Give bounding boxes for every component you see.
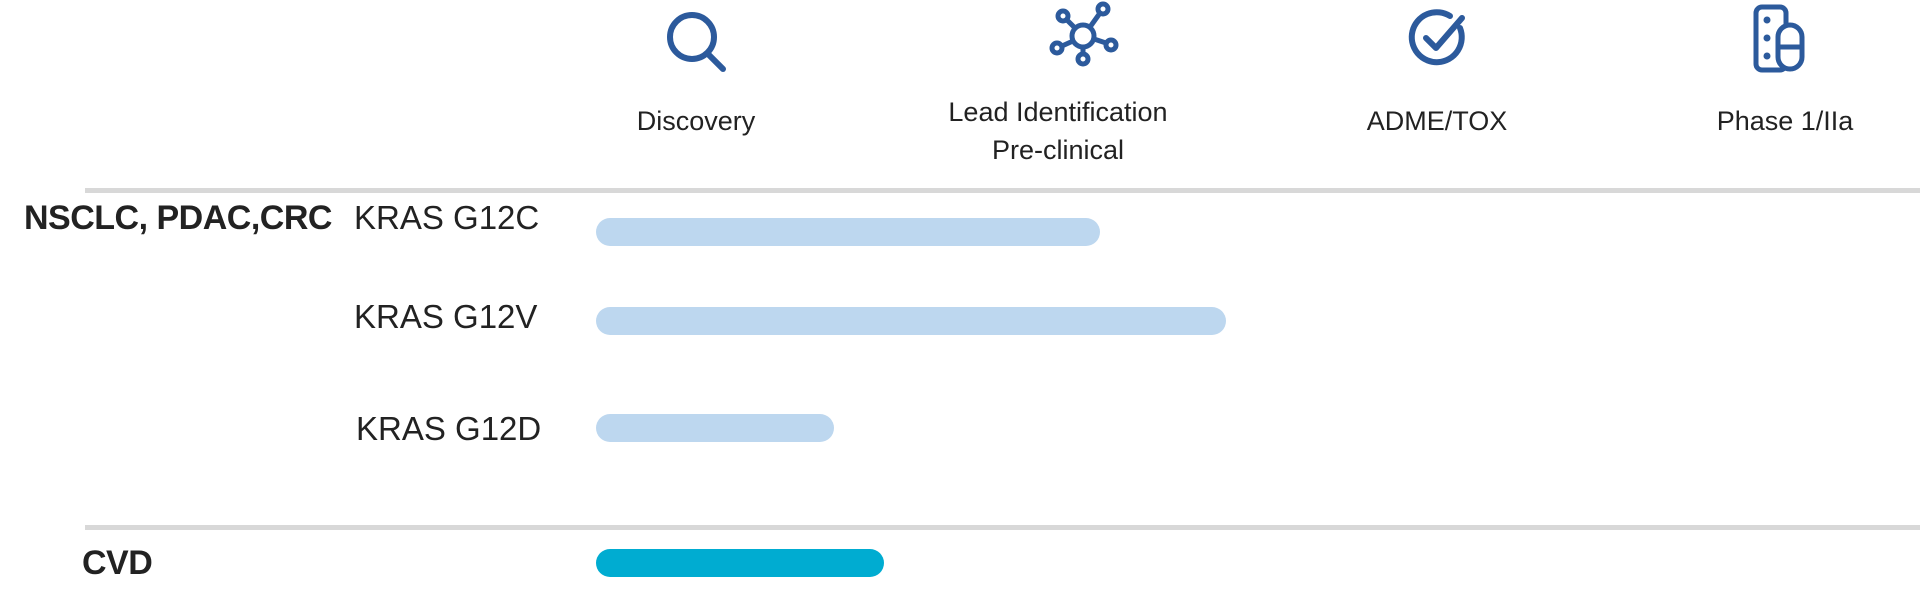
phase-label-adme-tox: ADME/TOX <box>1366 106 1508 136</box>
target-kras-g12v: KRAS G12V <box>354 298 538 335</box>
check-circle-icon <box>1398 0 1478 80</box>
progress-bar-kras-g12c <box>596 218 1100 246</box>
phase-label-lead-identification: Lead Identification Pre-clinical <box>948 97 1168 165</box>
progress-bar-cvd <box>596 549 884 577</box>
phase-label-discovery: Discovery <box>636 106 756 136</box>
progress-bar-kras-g12v <box>596 307 1226 335</box>
phase-label-phase-1-iia: Phase 1/IIa <box>1716 106 1854 136</box>
divider-top <box>85 188 1920 193</box>
target-kras-g12d: KRAS G12D <box>356 410 542 447</box>
search-icon <box>656 0 736 80</box>
target-kras-g12c: KRAS G12C <box>354 199 540 236</box>
indication-cvd: CVD <box>82 544 153 582</box>
pills-icon <box>1740 0 1820 80</box>
indication-nsclc-pdac-crc: NSCLC, PDAC,CRC <box>24 199 332 237</box>
molecule-icon <box>1043 0 1123 80</box>
progress-bar-kras-g12d <box>596 414 834 442</box>
divider-bottom <box>85 525 1920 530</box>
